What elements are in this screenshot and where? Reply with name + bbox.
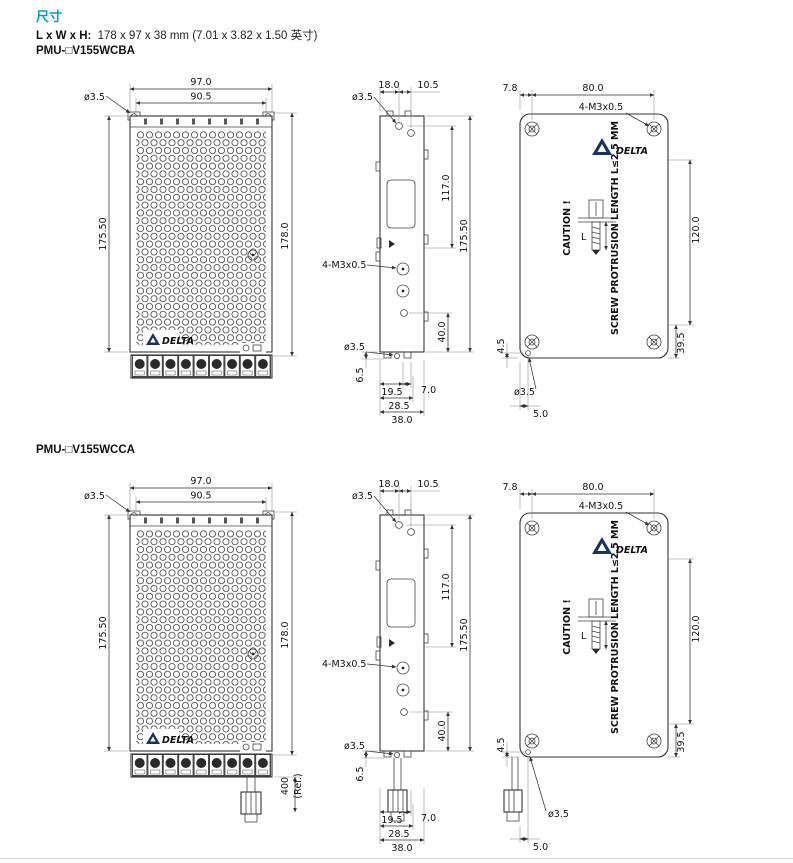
size-label: L x W x H:: [36, 30, 92, 42]
back-bottom-dims-b: ø3.5 5.0: [510, 756, 569, 853]
model-title-b: PMU-□V155WCCA: [36, 444, 135, 456]
size-value: 178 x 97 x 38 mm (7.01 x 3.82 x 1.50 英寸): [97, 30, 318, 42]
back-cable: [503, 757, 523, 822]
dim-cable-400: 400: [280, 777, 291, 795]
dim-cable-ref: (Ref.): [293, 773, 304, 798]
page-divider: [0, 858, 793, 859]
dim-back-hole-b: ø3.5: [548, 809, 569, 820]
section-a-drawing: ø3.5 5.0: [84, 77, 702, 426]
dim-back-50: 5.0: [533, 409, 548, 420]
side-cable: [387, 758, 408, 822]
size-line: L x W x H: 178 x 97 x 38 mm (7.01 x 3.82…: [36, 27, 317, 43]
page-title: 尺寸: [36, 9, 63, 24]
cable-length-dim: 400 (Ref.): [274, 773, 304, 813]
back-bottom-dims-a: ø3.5 5.0: [510, 357, 548, 420]
front-cable: [240, 777, 262, 823]
dim-back-hole: ø3.5: [514, 387, 535, 398]
section-b-drawing: 400 (Ref.) ø3.5: [84, 476, 702, 854]
model-title-a: PMU-□V155WCBA: [36, 45, 135, 57]
dim-back-50-b: 5.0: [533, 842, 548, 853]
